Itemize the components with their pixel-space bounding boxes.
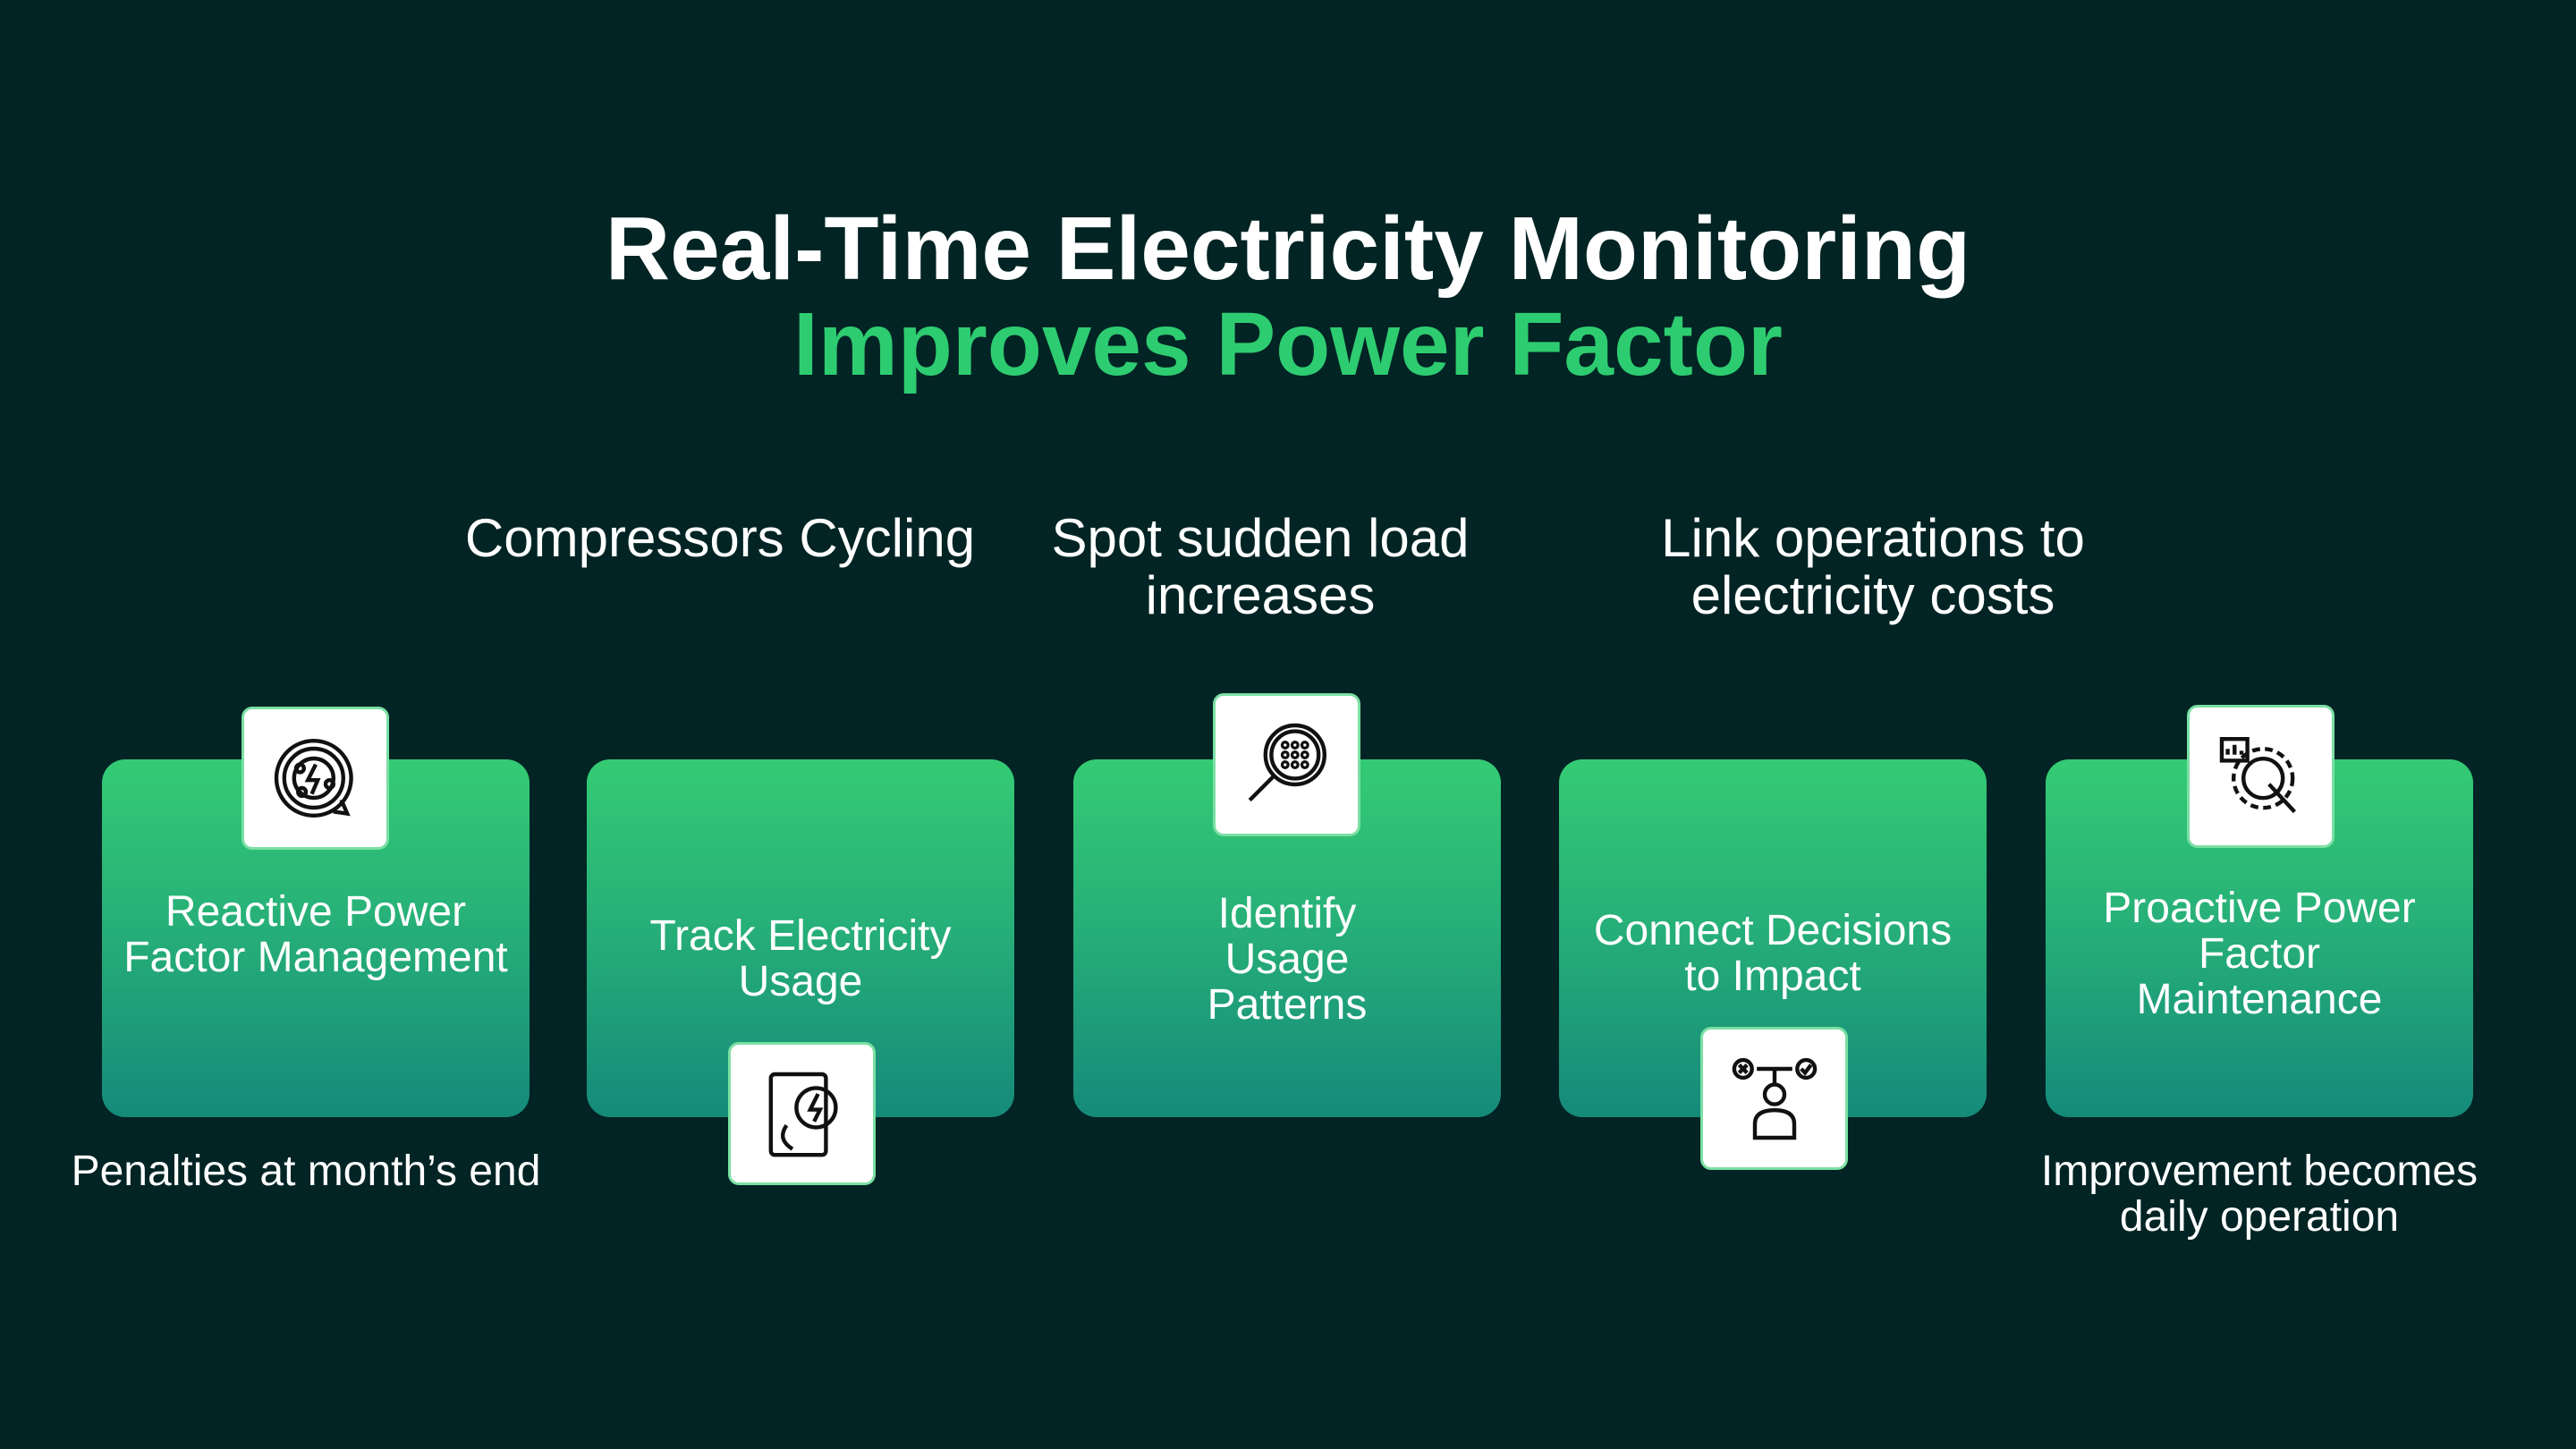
power-cycle-icon bbox=[242, 707, 389, 850]
card-label: Proactive Power Factor Maintenance bbox=[2103, 885, 2416, 1023]
card-label: Identify Usage Patterns bbox=[1207, 890, 1368, 1029]
bottom-label-penalties: Penalties at month’s end bbox=[71, 1148, 541, 1195]
card-label: Connect Decisions to Impact bbox=[1593, 907, 1953, 1000]
card-connect: Connect Decisions to Impact bbox=[1559, 759, 1987, 1117]
gear-wrench-icon bbox=[2187, 705, 2334, 848]
title-line-1: Real-Time Electricity Monitoring bbox=[605, 199, 1971, 299]
top-label-load: Spot sudden load increases bbox=[1051, 508, 1470, 625]
phone-electricity-icon bbox=[728, 1042, 876, 1185]
decision-person-icon bbox=[1700, 1027, 1848, 1170]
title-line-2: Improves Power Factor bbox=[793, 294, 1783, 394]
card-label: Track Electricity Usage bbox=[649, 912, 952, 1005]
card-track: Track Electricity Usage bbox=[587, 759, 1014, 1117]
top-label-costs: Link operations to electricity costs bbox=[1661, 508, 2085, 625]
card-identify: Identify Usage Patterns bbox=[1073, 759, 1501, 1117]
card-label: Reactive Power Factor Management bbox=[123, 888, 508, 981]
top-label-compressors: Compressors Cycling bbox=[464, 508, 976, 568]
bottom-label-improvement: Improvement becomes daily operation bbox=[2040, 1148, 2479, 1241]
magnifier-pattern-icon bbox=[1213, 693, 1360, 836]
